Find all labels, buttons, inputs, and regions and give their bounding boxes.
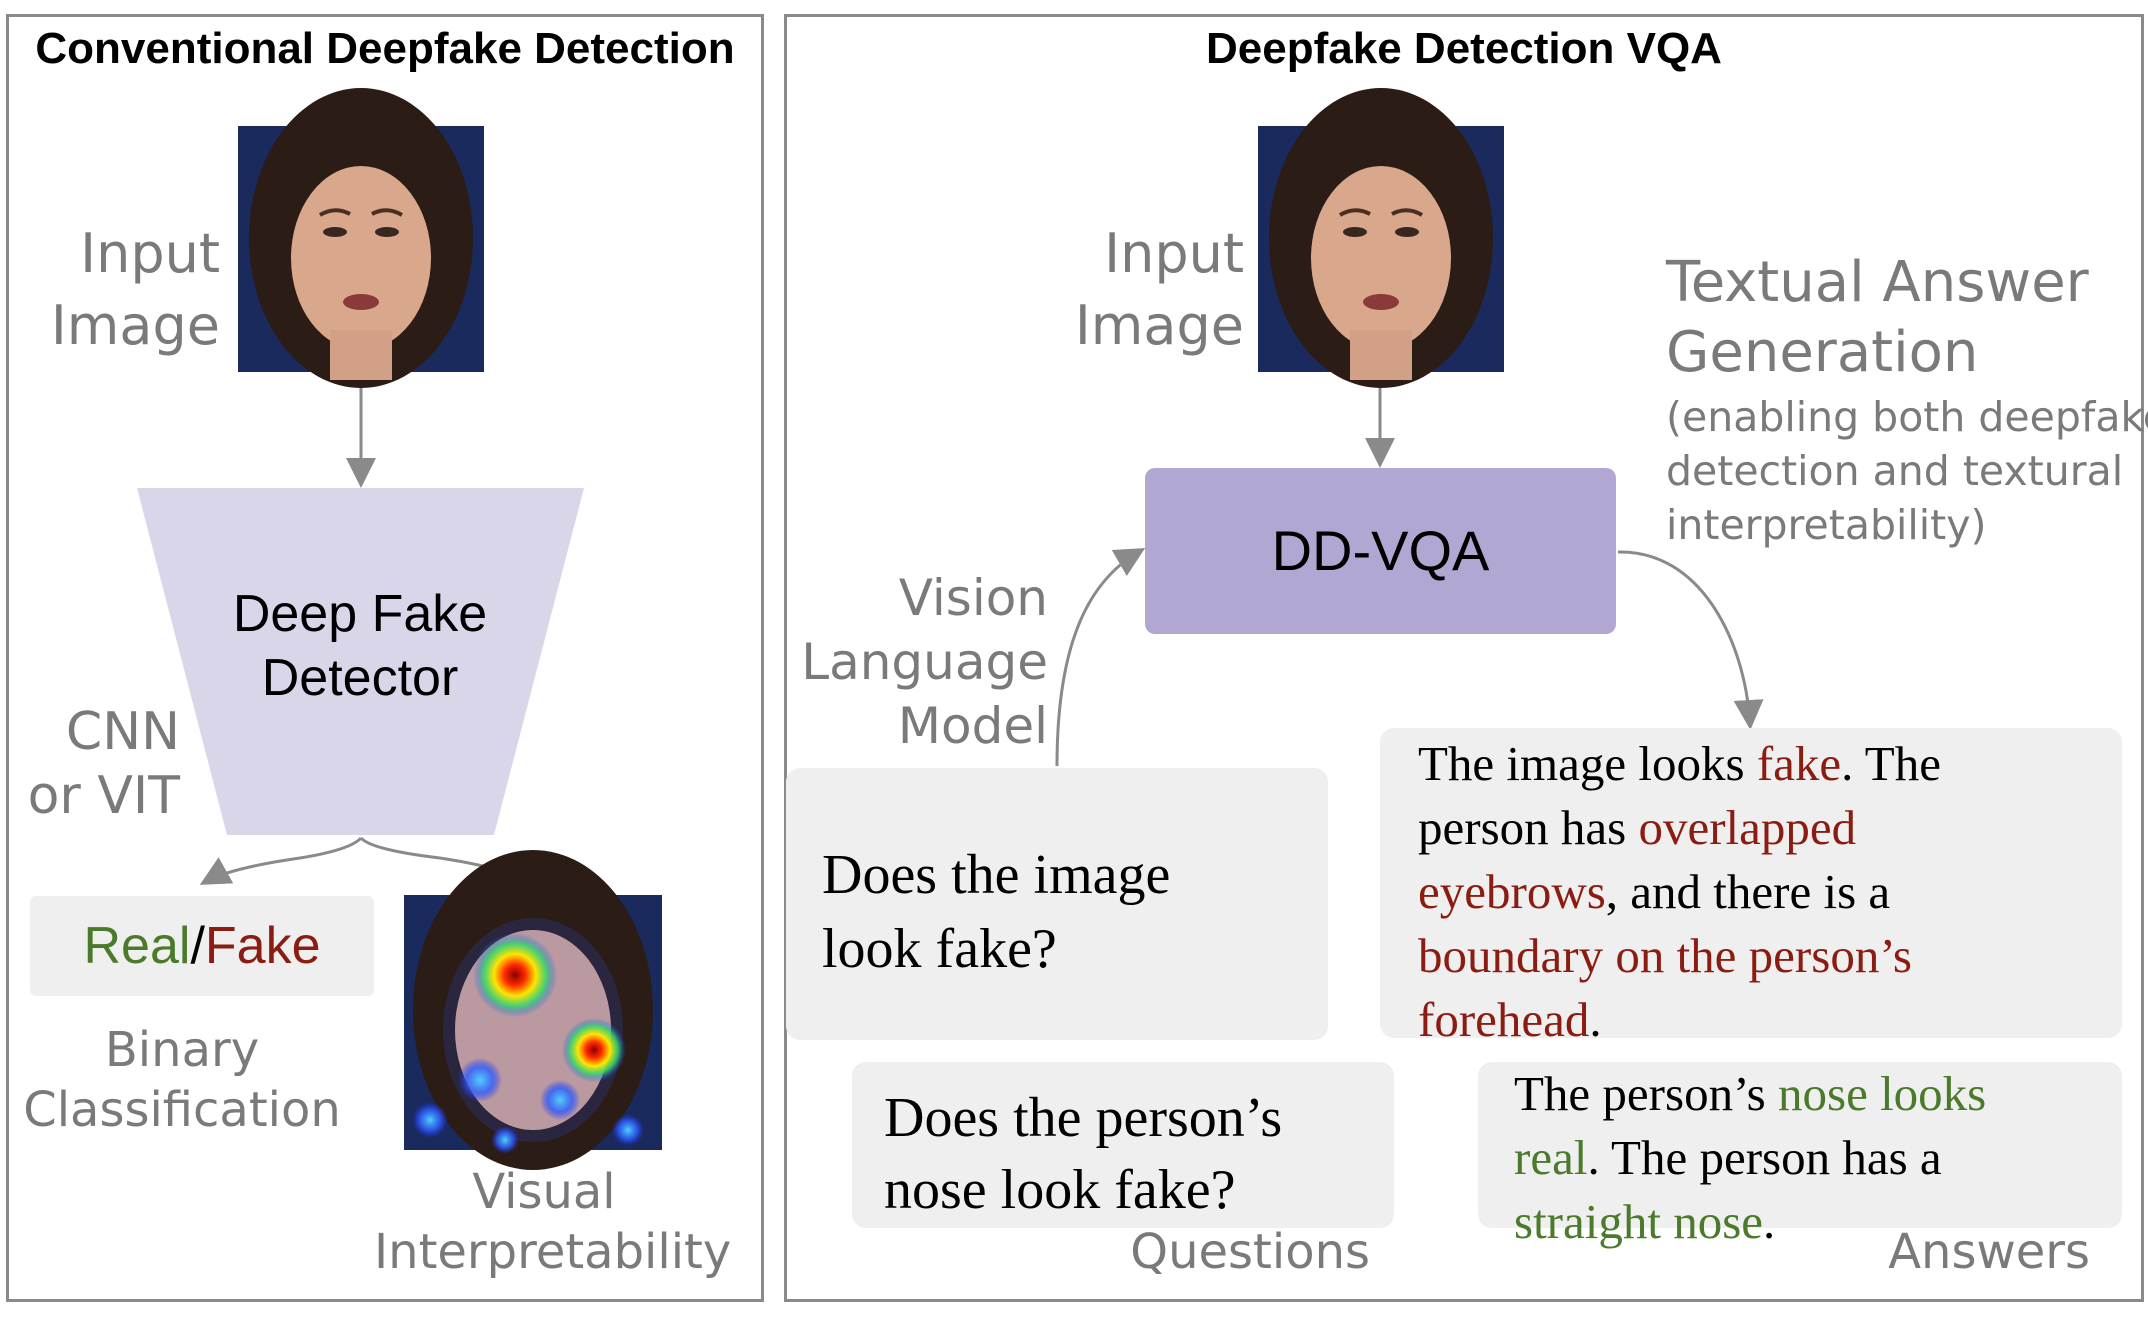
real-label: Real — [83, 917, 191, 975]
detector-trapezoid — [137, 488, 584, 835]
right-input-label: Input Image — [1074, 222, 1244, 357]
backbone-label: CNN or VIT — [27, 702, 180, 826]
textual-answer-label: Textual Answer Generation — [1666, 250, 2089, 385]
detector-label: Deep Fake Detector — [232, 585, 488, 707]
input-face-right — [1258, 88, 1504, 388]
binary-result-box: Real/Fake — [30, 896, 374, 996]
dd-vqa-box — [1145, 468, 1616, 634]
answer-box-2: The person’s nose looks real. The person… — [1478, 1062, 2122, 1249]
dd-vqa-label: DD-VQA — [1271, 519, 1490, 582]
conventional-title: Conventional Deepfake Detection — [35, 24, 735, 73]
answer-box-1: The image looks fake. The person has ove… — [1380, 728, 2122, 1047]
fake-label: Fake — [204, 917, 321, 975]
textual-answer-note: (enabling both deepfake detection and te… — [1666, 393, 2148, 549]
heatmap-face — [404, 850, 662, 1170]
result-separator: / — [190, 917, 205, 975]
input-face-left — [238, 88, 484, 388]
answers-label: Answers — [1888, 1224, 2090, 1280]
visual-interpretability-label: Visual Interpretability — [374, 1164, 732, 1280]
question-box-1: Does the image look fake? — [786, 768, 1328, 1040]
question-box-2: Does the person’s nose look fake? — [852, 1062, 1394, 1228]
questions-label: Questions — [1130, 1224, 1370, 1280]
binary-classification-label: Binary Classification — [23, 1022, 341, 1138]
left-input-label: Input Image — [50, 222, 220, 357]
vlm-label: Vision Language Model — [801, 569, 1048, 755]
vqa-title: Deepfake Detection VQA — [1206, 24, 1722, 73]
